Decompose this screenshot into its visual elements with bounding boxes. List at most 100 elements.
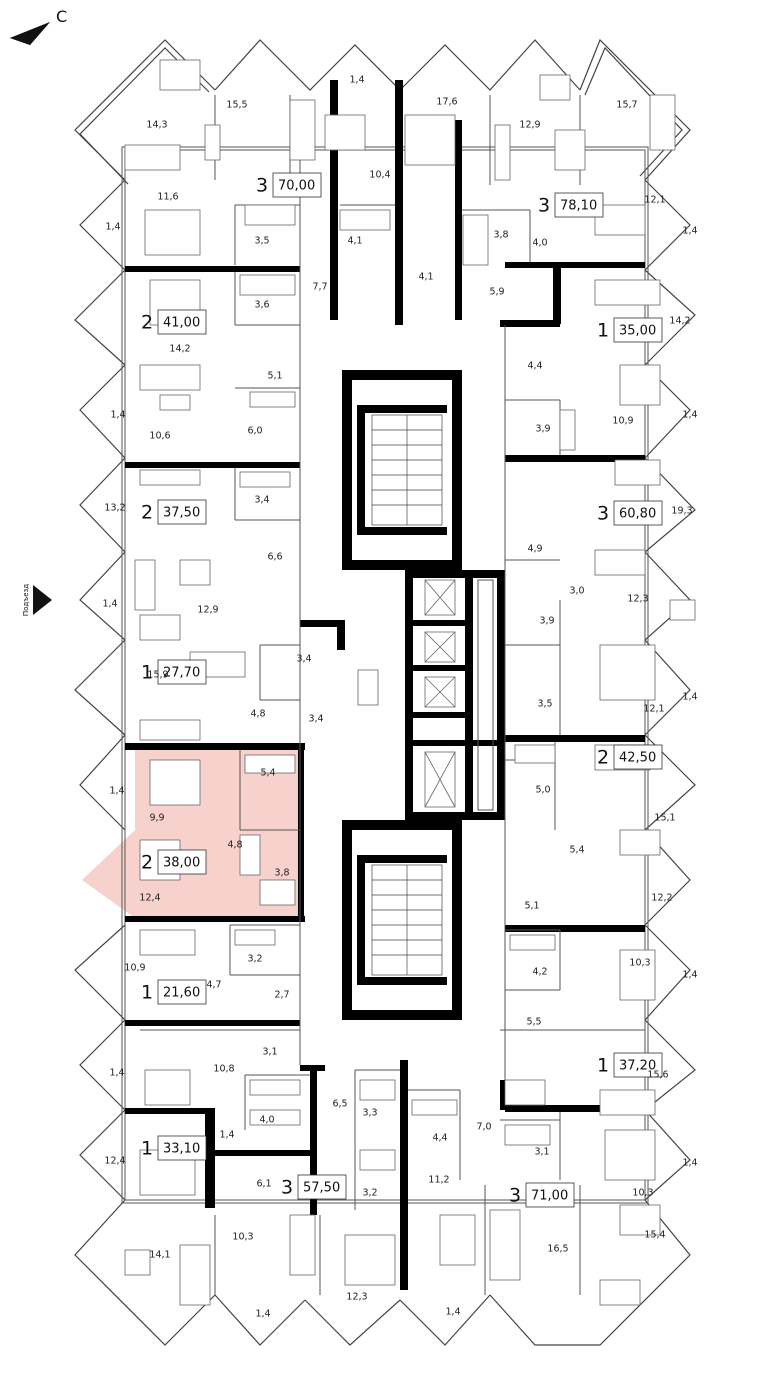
apartment-total-area: 41,00 xyxy=(163,316,200,331)
room-area-label: 10,9 xyxy=(612,416,633,427)
room-area-label: 12,1 xyxy=(644,195,665,206)
room-area-label: 3,6 xyxy=(254,300,269,311)
room-area-label: 10,3 xyxy=(632,1188,653,1199)
room-area-label: 15,6 xyxy=(647,1070,668,1081)
room-area-label: 10,3 xyxy=(232,1232,253,1243)
room-area-label: 5,9 xyxy=(489,287,504,298)
room-area-label: 3,1 xyxy=(262,1047,277,1058)
apartment-total-area: 57,50 xyxy=(303,1181,340,1196)
room-area-label: 15,7 xyxy=(616,100,637,111)
apartment-area-box xyxy=(157,499,207,525)
room-area-label: 3,2 xyxy=(247,954,262,965)
room-area-label: 1,4 xyxy=(102,599,117,610)
room-area-label: 1,4 xyxy=(109,786,124,797)
apartment-room-count: 3 xyxy=(538,195,550,217)
room-area-label: 6,0 xyxy=(247,426,262,437)
room-area-label: 1,4 xyxy=(682,970,697,981)
room-area-label: 14,3 xyxy=(146,120,167,131)
north-arrow-icon xyxy=(10,22,50,45)
room-area-label: 14,2 xyxy=(169,344,190,355)
room-area-label: 10,6 xyxy=(149,431,170,442)
room-area-label: 12,1 xyxy=(643,704,664,715)
apartment-total-area: 37,20 xyxy=(619,1059,656,1074)
room-area-label: 5,5 xyxy=(526,1017,541,1028)
room-area-label: 12,9 xyxy=(519,120,540,131)
apartment-room-count: 2 xyxy=(141,502,153,524)
room-area-label: 5,0 xyxy=(535,785,550,796)
room-area-label: 1,4 xyxy=(682,692,697,703)
room-area-label: 6,1 xyxy=(256,1179,271,1190)
room-area-label: 3,4 xyxy=(308,714,323,725)
apartment-area-box xyxy=(157,979,207,1005)
room-area-label: 13,2 xyxy=(104,503,125,514)
highlighted-apartment-2-38[interactable] xyxy=(82,748,300,918)
room-area-label: 11,2 xyxy=(428,1175,449,1186)
room-area-label: 6,5 xyxy=(332,1099,347,1110)
room-area-label: 16,5 xyxy=(547,1244,568,1255)
apartment-room-count: 1 xyxy=(597,320,609,342)
entrance-marker: Подъезд xyxy=(22,584,52,616)
room-area-label: 3,4 xyxy=(254,495,269,506)
room-area-label: 4,8 xyxy=(250,709,265,720)
apartment-total-area: 27,70 xyxy=(163,666,200,681)
room-area-label: 3,9 xyxy=(535,424,550,435)
room-area-label: 5,4 xyxy=(260,768,275,779)
room-area-label: 12,2 xyxy=(651,893,672,904)
room-area-label: 1,4 xyxy=(682,1158,697,1169)
apartment-room-count: 3 xyxy=(509,1185,521,1207)
room-area-label: 3,1 xyxy=(534,1147,549,1158)
apartment-area-box xyxy=(157,309,207,335)
room-area-label: 1,4 xyxy=(105,222,120,233)
apartment-total-area: 33,10 xyxy=(163,1142,200,1157)
room-area-label: 4,4 xyxy=(527,361,542,372)
room-area-label: 12,3 xyxy=(346,1292,367,1303)
apartment-room-count: 2 xyxy=(141,312,153,334)
room-area-label: 5,1 xyxy=(267,371,282,382)
apartment-total-area: 71,00 xyxy=(531,1189,568,1204)
apartment-area-box xyxy=(554,192,604,218)
room-area-label: 10,3 xyxy=(629,958,650,969)
room-area-label: 4,9 xyxy=(527,544,542,555)
apartment-total-area: 21,60 xyxy=(163,986,200,1001)
apartment-total-area: 42,50 xyxy=(619,751,656,766)
room-area-label: 14,1 xyxy=(149,1250,170,1261)
room-area-label: 4,4 xyxy=(432,1133,447,1144)
north-compass: С xyxy=(10,7,67,45)
interior-partitions xyxy=(140,95,645,1295)
apartment-area-box xyxy=(613,500,663,526)
room-area-label: 12,3 xyxy=(627,594,648,605)
apartment-room-count: 1 xyxy=(141,1138,153,1160)
room-area-label: 5,4 xyxy=(569,845,584,856)
room-area-label: 3,5 xyxy=(254,236,269,247)
apartment-area-box xyxy=(157,1135,207,1161)
apartment-room-count: 3 xyxy=(597,503,609,525)
room-area-label: 9,9 xyxy=(149,813,164,824)
room-area-label: 1,4 xyxy=(109,1068,124,1079)
room-area-label: 1,4 xyxy=(110,410,125,421)
apartment-total-area: 60,80 xyxy=(619,507,656,522)
apartment-total-area: 37,50 xyxy=(163,506,200,521)
building-core xyxy=(342,370,505,1020)
room-area-label: 10,8 xyxy=(213,1064,234,1075)
room-area-label: 3,2 xyxy=(362,1188,377,1199)
entrance-arrow-icon xyxy=(33,585,52,615)
room-area-label: 5,1 xyxy=(524,901,539,912)
room-area-label: 1,4 xyxy=(219,1130,234,1141)
room-area-label: 3,9 xyxy=(539,616,554,627)
room-area-label: 11,6 xyxy=(157,192,178,203)
